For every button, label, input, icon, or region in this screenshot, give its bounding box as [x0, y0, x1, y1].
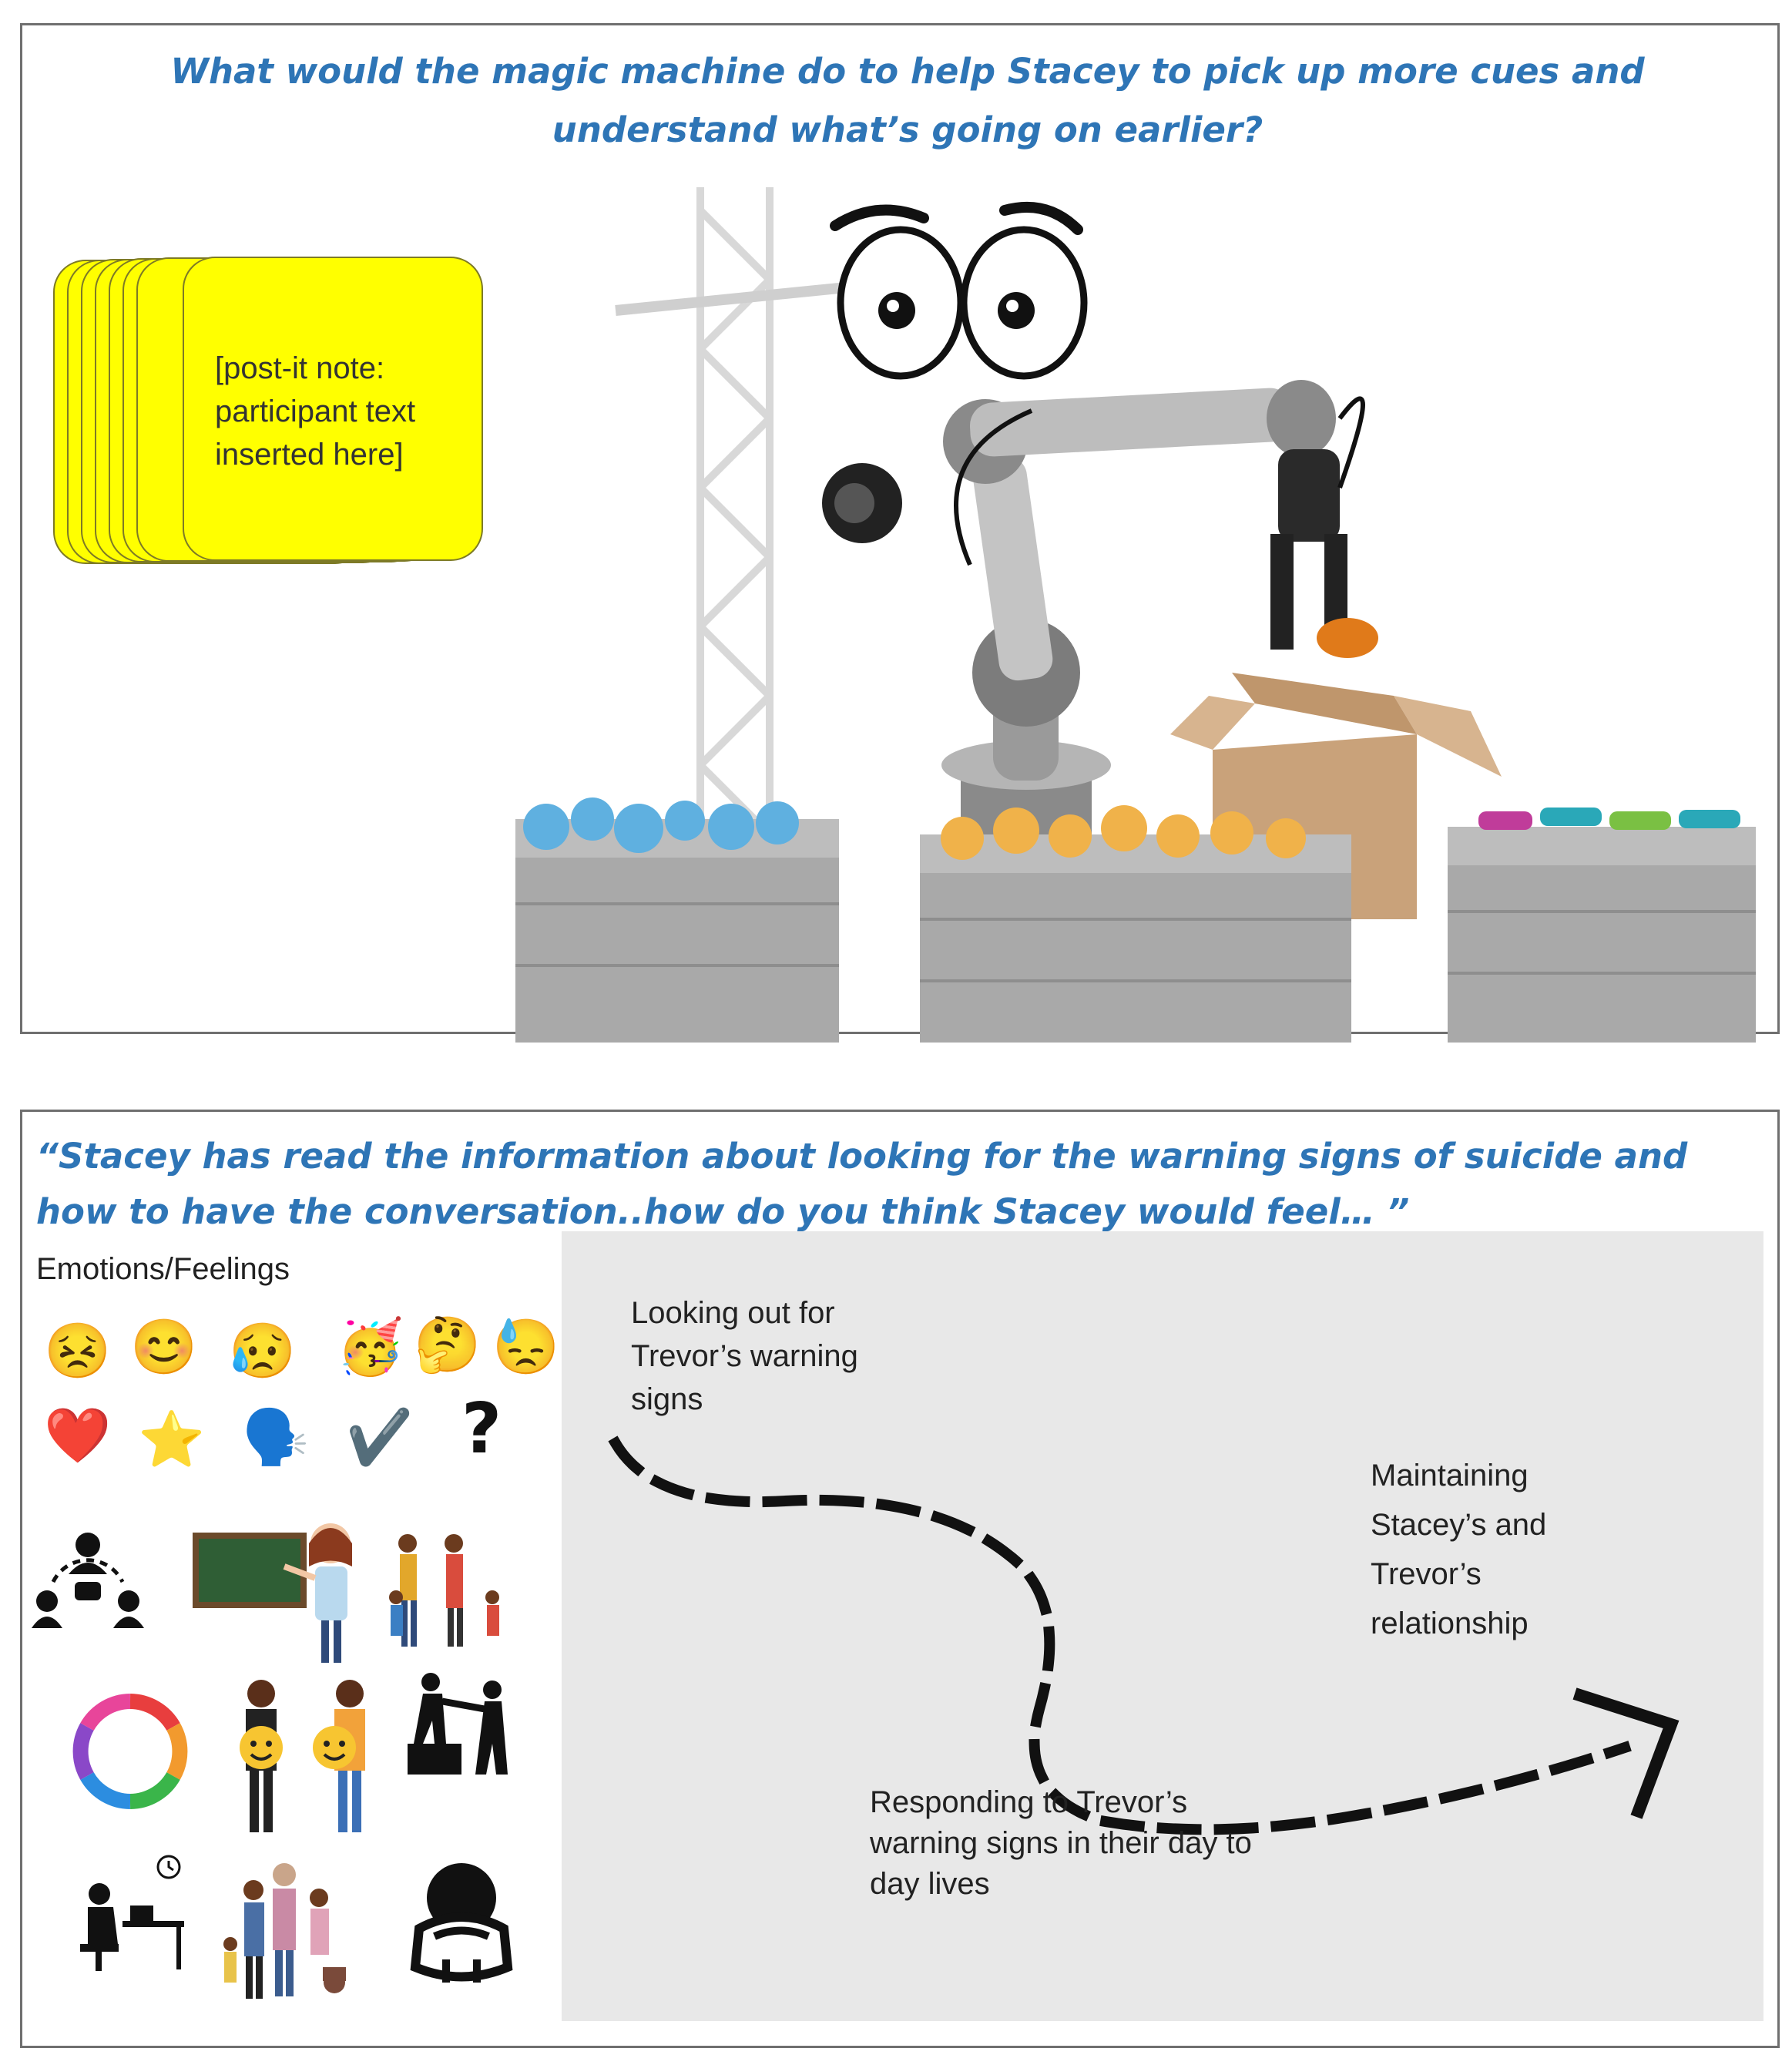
- helping-hand-climb-icon[interactable]: [400, 1667, 523, 1782]
- emotions-label: Emotions/Feelings: [36, 1252, 290, 1286]
- question-mark-icon[interactable]: ?: [461, 1388, 502, 1469]
- heart-icon[interactable]: ❤️: [44, 1405, 112, 1466]
- persevering-face-icon[interactable]: 😣: [44, 1321, 112, 1381]
- check-mark-icon[interactable]: ✔️: [346, 1407, 414, 1467]
- truss-tower: [615, 187, 847, 858]
- sad-relieved-face-icon[interactable]: 😥: [229, 1321, 297, 1381]
- magic-machine-panel: What would the magic machine do to help …: [20, 23, 1780, 1043]
- robot-arm-illustration: [515, 187, 1756, 1043]
- family-group-icon[interactable]: [377, 1528, 531, 1659]
- inclusion-circle-icon[interactable]: [69, 1690, 192, 1813]
- magic-machine-question: What would the magic machine do to help …: [170, 51, 1645, 150]
- thinking-face-icon[interactable]: 🤔: [414, 1315, 482, 1375]
- stage-maintaining-relationship[interactable]: Maintaining Stacey’s and Trevor’s relati…: [1371, 1459, 1547, 1640]
- journey-arrowhead: [1572, 1687, 1680, 1819]
- googly-eyes: [830, 201, 1088, 380]
- stage-responding[interactable]: Responding to Trevor’s warning signs in …: [870, 1785, 1252, 1901]
- stage-looking-out[interactable]: Looking out for Trevor’s warning signs: [631, 1296, 858, 1416]
- people-holding-smileys-icon[interactable]: [219, 1674, 396, 1844]
- multigenerational-family-icon[interactable]: [207, 1852, 361, 2006]
- downcast-sweat-face-icon[interactable]: 😓: [492, 1317, 560, 1377]
- feelings-journey-panel: “Stacey has read the information about l…: [20, 1110, 1780, 2048]
- postit-note[interactable]: [post-it note: participant text inserted…: [183, 257, 483, 561]
- group-discussion-icon[interactable]: [30, 1528, 146, 1636]
- party-face-icon[interactable]: 🥳: [337, 1317, 404, 1377]
- journey-area: Looking out for Trevor’s warning signs M…: [562, 1231, 1763, 2021]
- person-at-desk-icon[interactable]: [53, 1852, 192, 1975]
- smiling-face-icon[interactable]: 😊: [130, 1317, 198, 1377]
- distressed-person-icon[interactable]: [404, 1859, 519, 1990]
- postit-text: [post-it note: participant text inserted…: [215, 351, 416, 472]
- postit-stack[interactable]: [post-it note: participant text inserted…: [53, 257, 485, 580]
- speaking-head-icon[interactable]: 🗣️: [242, 1407, 310, 1467]
- teacher-chalkboard-icon[interactable]: [192, 1513, 369, 1667]
- crates: [515, 797, 1756, 1043]
- feelings-question: “Stacey has read the information about l…: [36, 1136, 1688, 1232]
- journey-path: [608, 1435, 1680, 1835]
- star-icon[interactable]: ⭐: [138, 1409, 206, 1469]
